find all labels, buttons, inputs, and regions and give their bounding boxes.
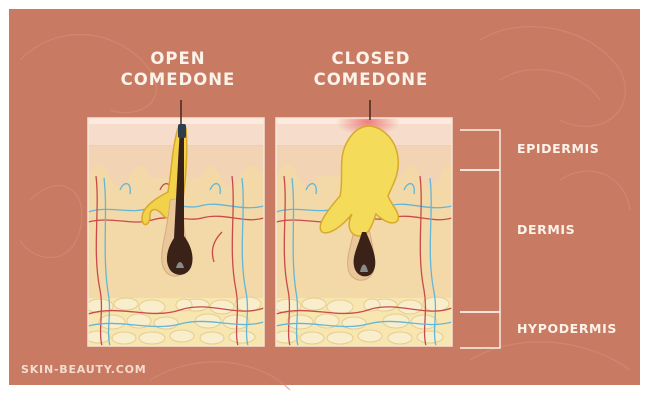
hypodermis-bracket (460, 312, 500, 348)
open-comedone-title: OPEN COMEDONE (118, 48, 238, 90)
closed-comedone-skin-block (274, 108, 452, 346)
closed-comedone-title: CLOSED COMEDONE (306, 48, 436, 90)
epidermis-bracket (460, 130, 500, 170)
open-title-line2: COMEDONE (118, 69, 238, 90)
watermark: SKIN-BEAUTY.COM (21, 363, 147, 376)
closed-title-line1: CLOSED (306, 48, 436, 69)
open-title-line1: OPEN (118, 48, 238, 69)
hypodermis-label: HYPODERMIS (517, 321, 617, 336)
epidermis-label: EPIDERMIS (517, 141, 599, 156)
closed-title-line2: COMEDONE (306, 69, 436, 90)
layer-brackets (460, 130, 500, 348)
open-comedone-skin-block (86, 118, 264, 346)
dermis-label: DERMIS (517, 222, 575, 237)
dermis-bracket (460, 170, 500, 312)
